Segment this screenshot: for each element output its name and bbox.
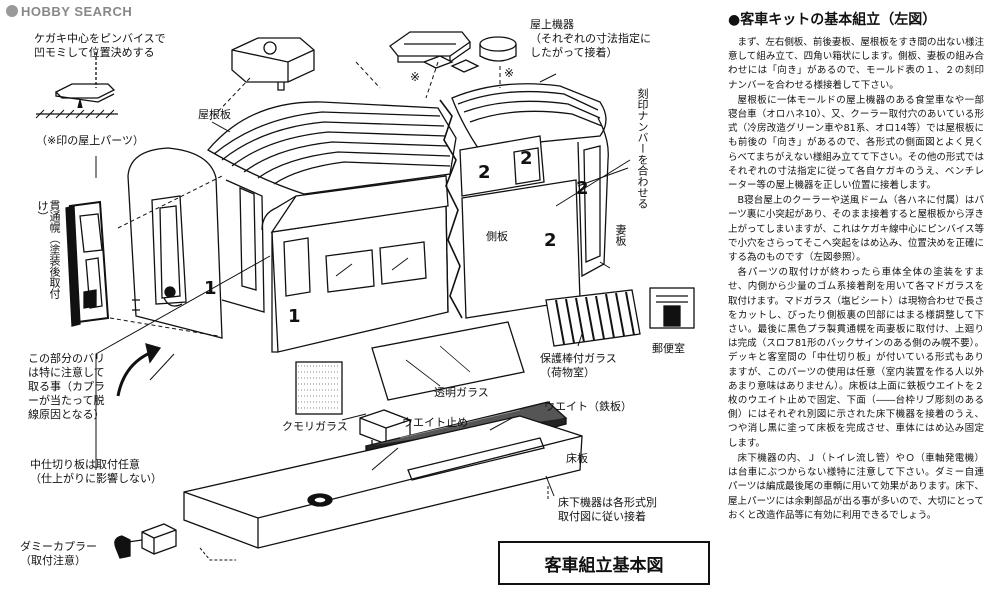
side-panel-left	[221, 175, 449, 353]
pinvise-note-label: ケガキ中心をピンバイスで 凹モミして位置決めする	[34, 32, 166, 59]
instructions-heading: ●客車キットの基本組立（左図）	[728, 12, 937, 28]
protected-glass-label: 保護棒付ガラス （荷物室）	[540, 352, 617, 379]
underfloor-note-label: 床下機器は各形式別 取付図に従い接着	[558, 496, 657, 523]
weight-stop-label: ウエイト止め	[402, 416, 468, 429]
assembly-instructions: ●客車キットの基本組立（左図） まず、左右側板、前後妻板、屋根板をすき間の出ない…	[728, 10, 984, 595]
passenger-car-assembly-diagram: ケガキ中心をピンバイスで 凹モミして位置決めする （※印の屋上パーツ） 屋上機器…	[20, 18, 710, 585]
weight-label: ウエイト（鉄板）	[544, 400, 632, 413]
burr-warning-label: この部分のバリ は特に注意して 取る事（カプラ ーが当たって脱 線原因となる）	[28, 352, 105, 421]
clear-glass-label: 透明ガラス	[434, 386, 489, 399]
dummy-coupler	[114, 523, 177, 559]
pinvise-detail	[35, 52, 118, 119]
frosted-glass	[295, 361, 343, 415]
hobby-search-logo-icon	[6, 5, 18, 17]
rooftop-mark-b: ※	[504, 66, 515, 80]
end-plate-left	[127, 147, 223, 339]
engraved-number-2-d: 2	[544, 230, 557, 251]
instructions-paragraph: 屋根板に一体モールドの屋上機器のある食堂車なや一部寝台車（オロハネ10）、又、ク…	[728, 94, 984, 192]
attention-arrow	[116, 350, 153, 397]
clear-glass	[371, 321, 525, 401]
engraved-number-1-end: 1	[204, 278, 217, 299]
instructions-paragraph: B寝台屋上のクーラーや送風ドーム（各ハネに付属）はパーツ裏に小突起があり、そのま…	[728, 195, 984, 264]
mail-room-label: 郵便室	[652, 342, 685, 355]
engraved-number-label: 刻印ナンバーを合わせる	[636, 88, 649, 209]
floor-board	[183, 415, 583, 549]
engraved-number-2-c: 2	[576, 178, 589, 199]
rooftop-mark-a: ※	[410, 70, 421, 84]
engraved-number-1-side: 1	[288, 306, 301, 327]
dummy-coupler-label: ダミーカプラー （取付注意）	[20, 540, 97, 567]
mail-room-glass	[649, 287, 695, 329]
rooftop-equipment-label: 屋上機器 （それぞれの寸法指定に したがって接着）	[530, 18, 651, 59]
engraved-number-2-a: 2	[478, 162, 491, 183]
hobby-search-watermark: HOBBY SEARCH	[6, 4, 132, 19]
instructions-paragraph: 床下機器の内、Ｊ（トイレ流し管）やＯ（車軸発電機）は台車にぶつからない様特に注意…	[728, 452, 984, 521]
frosted-glass-label: クモリガラス	[282, 420, 348, 433]
rooftop-dome-part	[389, 31, 471, 63]
engraved-number-2-b: 2	[520, 148, 533, 169]
side-panel-right	[459, 117, 609, 319]
roof-board	[207, 83, 607, 195]
diagram-drawing	[35, 31, 695, 561]
floor-board-label: 床板	[566, 452, 588, 465]
gangway-bellows	[65, 200, 110, 327]
rooftop-cooler-part	[231, 37, 315, 91]
roof-board-label: 屋根板	[198, 108, 231, 121]
protective-bar-glass	[545, 289, 641, 347]
gangway-label: 貫通幌（塗装後取付け）	[36, 200, 61, 299]
diagram-caption: 客車組立基本図	[498, 541, 710, 585]
instructions-paragraph: まず、左右側板、前後妻板、屋根板をすき間の出ない様注意して組み立て、四角い箱状に…	[728, 37, 984, 91]
partition-note-label: 中仕切り板は取付任意 （仕上がりに影響しない）	[30, 458, 162, 485]
break-line	[439, 99, 463, 319]
instructions-paragraph: 各パーツの取付けが終わったら車体全体の塗装をすませ、内側から少量のゴム系接着剤を…	[728, 267, 984, 449]
leader-lines	[95, 61, 631, 561]
rooftop-parts-note-label: （※印の屋上パーツ）	[36, 134, 144, 147]
side-panel-label: 側板	[486, 230, 508, 243]
end-plate-label: 妻板	[614, 224, 627, 246]
